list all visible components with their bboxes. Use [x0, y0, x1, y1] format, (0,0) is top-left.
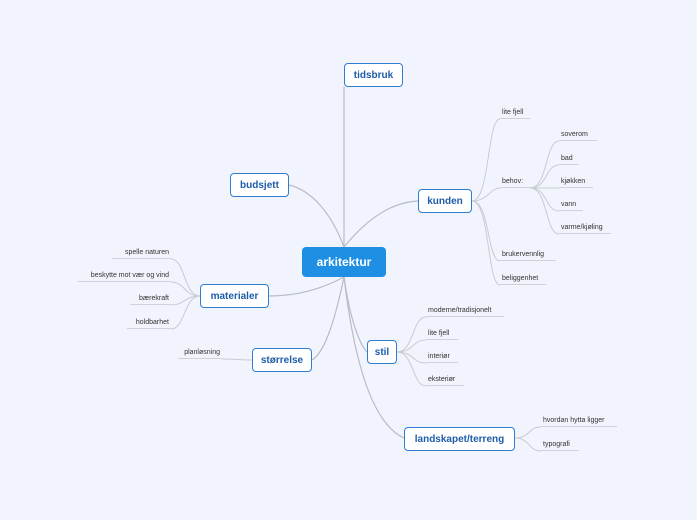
leaf-interior[interactable]: interiør: [426, 351, 458, 363]
leaf-planlosning[interactable]: planløsning: [178, 347, 222, 359]
leaf-holdbarhet[interactable]: holdbarhet: [127, 317, 171, 329]
link-materialer: [268, 276, 345, 297]
leaf-typografi[interactable]: typografi: [541, 439, 579, 451]
leaf-vann[interactable]: vann: [559, 199, 583, 211]
link-kunden-brukervennlig: [471, 200, 501, 262]
topic-landskapet[interactable]: landskapet/terreng: [404, 427, 515, 451]
topic-kunden[interactable]: kunden: [418, 189, 472, 213]
topic-materialer[interactable]: materialer: [200, 284, 269, 308]
link-kunden: [343, 200, 419, 248]
link-storrelse: [311, 276, 345, 361]
topic-stil[interactable]: stil: [367, 340, 397, 364]
leaf-soverom[interactable]: soverom: [559, 129, 597, 141]
leaf-eksterior[interactable]: eksteriør: [426, 374, 464, 386]
link-landskapet: [343, 276, 405, 439]
link-kunden-behov: [471, 187, 501, 202]
link-stil: [343, 276, 368, 353]
leaf-brukervennlig[interactable]: brukervennlig: [500, 249, 556, 261]
topic-budsjett[interactable]: budsjett: [230, 173, 289, 197]
leaf-beliggenhet[interactable]: beliggenhet: [500, 273, 546, 285]
link-kunden-lite-fjell: [471, 118, 501, 202]
central-topic[interactable]: arkitektur: [302, 247, 386, 277]
leaf-hvordan-hytta[interactable]: hvordan hytta ligger: [541, 415, 617, 427]
leaf-behov[interactable]: behov:: [500, 176, 530, 188]
topic-tidsbruk[interactable]: tidsbruk: [344, 63, 403, 87]
topic-storrelse[interactable]: størrelse: [252, 348, 312, 372]
leaf-lite-fjell[interactable]: lite fjell: [500, 107, 530, 119]
leaf-kjokken[interactable]: kjøkken: [559, 176, 593, 188]
leaf-varme-kjoling[interactable]: varme/kjøling: [559, 222, 611, 234]
link-budsjett: [288, 184, 345, 248]
leaf-spelle-naturen[interactable]: spelle naturen: [112, 247, 171, 259]
link-kunden-beliggenhet: [471, 200, 501, 286]
leaf-baerekraft[interactable]: bærekraft: [130, 293, 171, 305]
leaf-beskytte[interactable]: beskytte mot vær og vind: [78, 270, 171, 282]
leaf-bad[interactable]: bad: [559, 153, 579, 165]
leaf-stil-lite-fjell[interactable]: lite fjell: [426, 328, 458, 340]
leaf-moderne-tradisjonelt[interactable]: moderne/tradisjonelt: [426, 305, 504, 317]
